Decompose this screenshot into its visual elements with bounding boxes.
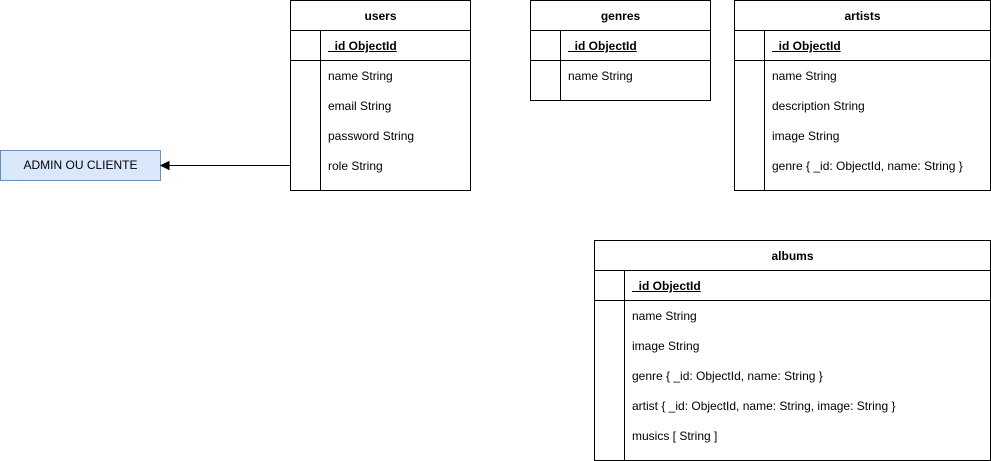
- primary-key-field: _id ObjectId: [568, 39, 637, 53]
- field-list: name String: [531, 61, 710, 100]
- field-role[interactable]: role String: [328, 159, 383, 173]
- key-column: [531, 31, 561, 60]
- primary-key-field: _id ObjectId: [772, 39, 841, 53]
- field-artist[interactable]: artist { _id: ObjectId, name: String, im…: [632, 399, 896, 413]
- key-column: [291, 31, 321, 60]
- field-image[interactable]: image String: [772, 129, 840, 143]
- field-name[interactable]: name String: [568, 69, 633, 83]
- primary-key-row[interactable]: _id ObjectId: [595, 271, 990, 301]
- primary-key-row[interactable]: _id ObjectId: [531, 31, 710, 61]
- field-list: name String description String image Str…: [735, 61, 990, 190]
- field-image[interactable]: image String: [632, 339, 700, 353]
- primary-key-field: _id ObjectId: [328, 39, 397, 53]
- key-column: [735, 31, 765, 60]
- role-box[interactable]: ADMIN OU CLIENTE: [0, 150, 161, 181]
- entity-users[interactable]: users _id ObjectId name String email Str…: [290, 0, 471, 191]
- entity-artists[interactable]: artists _id ObjectId name String descrip…: [734, 0, 991, 191]
- field-list: name String image String genre { _id: Ob…: [595, 301, 990, 460]
- key-column: [531, 61, 561, 100]
- arrowhead-icon: [159, 160, 170, 171]
- field-description[interactable]: description String: [772, 99, 865, 113]
- field-genre[interactable]: genre { _id: ObjectId, name: String }: [632, 369, 823, 383]
- field-name[interactable]: name String: [632, 309, 697, 323]
- field-genre[interactable]: genre { _id: ObjectId, name: String }: [772, 159, 963, 173]
- key-column: [735, 61, 765, 190]
- entity-title: albums: [595, 241, 990, 271]
- field-name[interactable]: name String: [328, 69, 393, 83]
- primary-key-row[interactable]: _id ObjectId: [735, 31, 990, 61]
- entity-title: genres: [531, 1, 710, 31]
- primary-key-row[interactable]: _id ObjectId: [291, 31, 470, 61]
- primary-key-field: _id ObjectId: [632, 279, 701, 293]
- key-column: [291, 61, 321, 190]
- entity-albums[interactable]: albums _id ObjectId name String image St…: [594, 240, 991, 461]
- key-column: [595, 301, 625, 460]
- field-list: name String email String password String…: [291, 61, 470, 190]
- entity-genres[interactable]: genres _id ObjectId name String: [530, 0, 711, 101]
- entity-title: artists: [735, 1, 990, 31]
- field-name[interactable]: name String: [772, 69, 837, 83]
- entity-title: users: [291, 1, 470, 31]
- key-column: [595, 271, 625, 300]
- field-password[interactable]: password String: [328, 129, 415, 143]
- field-email[interactable]: email String: [328, 99, 392, 113]
- field-musics[interactable]: musics [ String ]: [632, 429, 718, 443]
